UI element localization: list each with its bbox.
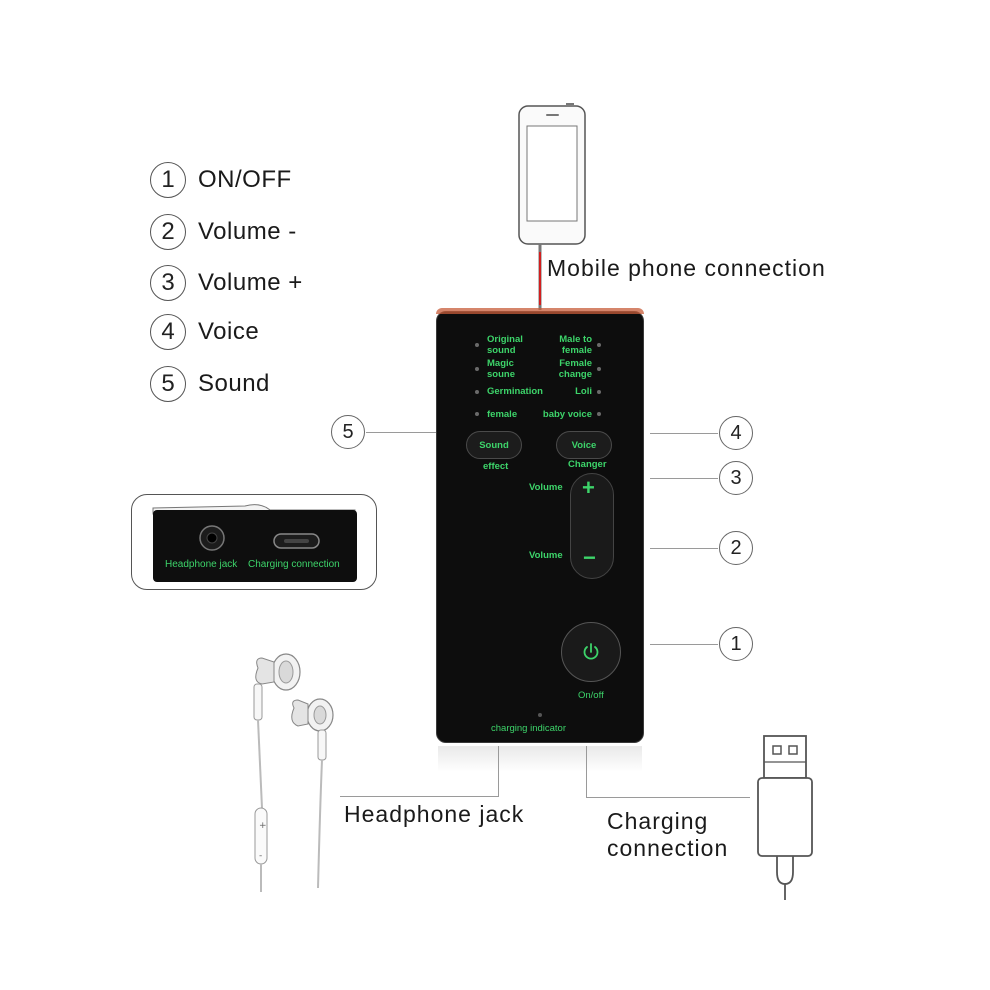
charging-label-line2: connection xyxy=(607,835,729,861)
legend-item-2: 2 Volume - xyxy=(150,212,297,252)
mode-label-loli: Loli xyxy=(548,386,592,397)
volume-rocker[interactable] xyxy=(570,473,614,579)
mode-led xyxy=(475,390,479,394)
callout-line-4 xyxy=(650,433,718,434)
charging-label-line1: Charging xyxy=(607,808,709,834)
sound-effect-sublabel: effect xyxy=(483,461,509,472)
legend-number: 1 xyxy=(150,162,186,198)
legend-number: 5 xyxy=(150,366,186,402)
voice-changer-button[interactable]: Voice xyxy=(556,431,612,459)
onoff-label: On/off xyxy=(578,690,604,701)
mode-line: Male to xyxy=(559,334,592,345)
mode-led xyxy=(475,367,479,371)
charging-indicator-led xyxy=(538,713,542,717)
mobile-connection-label: Mobile phone connection xyxy=(547,255,826,281)
device-top-edge xyxy=(436,308,644,314)
earphones-icon: + - xyxy=(253,653,334,892)
callout-3: 3 xyxy=(719,461,753,495)
charging-leader-h xyxy=(586,797,750,798)
inset-charging-label: Charging connection xyxy=(248,559,340,570)
headphone-jack-label: Headphone jack xyxy=(344,801,525,827)
mode-label-male-to-female: Male to female xyxy=(548,334,592,356)
mode-label-baby-voice: baby voice xyxy=(534,409,592,420)
headphone-leader-h xyxy=(340,796,499,797)
phone-icon xyxy=(518,103,586,310)
callout-5: 5 xyxy=(331,415,365,449)
legend-number: 2 xyxy=(150,214,186,250)
power-button[interactable] xyxy=(561,622,621,682)
mode-line: Female xyxy=(559,358,592,369)
mode-led xyxy=(475,412,479,416)
legend-number: 4 xyxy=(150,314,186,350)
usb-port-icon xyxy=(273,533,320,549)
legend-label: Volume + xyxy=(198,269,303,296)
volume-up-button[interactable]: + xyxy=(582,475,595,500)
charging-indicator-label: charging indicator xyxy=(491,723,566,734)
legend-label: ON/OFF xyxy=(198,166,292,193)
legend-number: 3 xyxy=(150,265,186,301)
callout-line-1 xyxy=(650,644,718,645)
legend-item-1: 1 ON/OFF xyxy=(150,160,292,200)
inset-device-side xyxy=(153,510,357,582)
mode-line: female xyxy=(561,345,592,356)
power-icon xyxy=(583,643,599,660)
mode-led xyxy=(597,390,601,394)
callout-1: 1 xyxy=(719,627,753,661)
charging-leader-v xyxy=(586,746,587,798)
mode-line: Original xyxy=(487,334,523,345)
mode-line: Magic xyxy=(487,358,514,369)
legend-label: Sound xyxy=(198,370,270,397)
mode-line: change xyxy=(558,369,592,380)
legend-item-5: 5 Sound xyxy=(150,364,270,404)
usb-plug-icon xyxy=(757,735,813,900)
mode-label-female-change: Female change xyxy=(548,358,592,380)
callout-line-3 xyxy=(650,478,718,479)
mode-line: soune xyxy=(487,369,515,380)
legend-item-4: 4 Voice xyxy=(150,312,259,352)
callout-2: 2 xyxy=(719,531,753,565)
callout-line-2 xyxy=(650,548,718,549)
mode-label-germination: Germination xyxy=(487,386,543,397)
legend-label: Volume - xyxy=(198,218,297,245)
inset-headphone-label: Headphone jack xyxy=(165,559,238,570)
sound-effect-button[interactable]: Sound xyxy=(466,431,522,459)
mode-led xyxy=(597,412,601,416)
legend-label: Voice xyxy=(198,318,260,345)
mode-line: Loli xyxy=(575,386,592,397)
volume-down-label: Volume xyxy=(529,550,563,561)
headphone-port-icon xyxy=(199,525,225,551)
mode-line: female xyxy=(487,409,518,420)
mode-label-magic-soune: Magic soune xyxy=(487,358,515,380)
svg-text:-: - xyxy=(259,851,262,861)
mode-led xyxy=(597,367,601,371)
volume-up-label: Volume xyxy=(529,482,563,493)
callout-line-5 xyxy=(366,432,436,433)
callout-4: 4 xyxy=(719,416,753,450)
mode-line: Germination xyxy=(487,386,543,397)
voice-changer-sublabel: Changer xyxy=(568,459,607,470)
mode-line: baby voice xyxy=(542,409,592,420)
mode-label-original-sound: Original sound xyxy=(487,334,523,356)
headphone-leader-v xyxy=(498,746,499,796)
device-reflection xyxy=(438,746,642,772)
legend-item-3: 3 Volume + xyxy=(150,263,303,303)
mode-led xyxy=(597,343,601,347)
svg-text:+: + xyxy=(259,821,267,831)
mode-line: sound xyxy=(487,345,516,356)
mode-led xyxy=(475,343,479,347)
mode-label-female: female xyxy=(487,409,517,420)
volume-down-button[interactable]: − xyxy=(583,545,596,570)
